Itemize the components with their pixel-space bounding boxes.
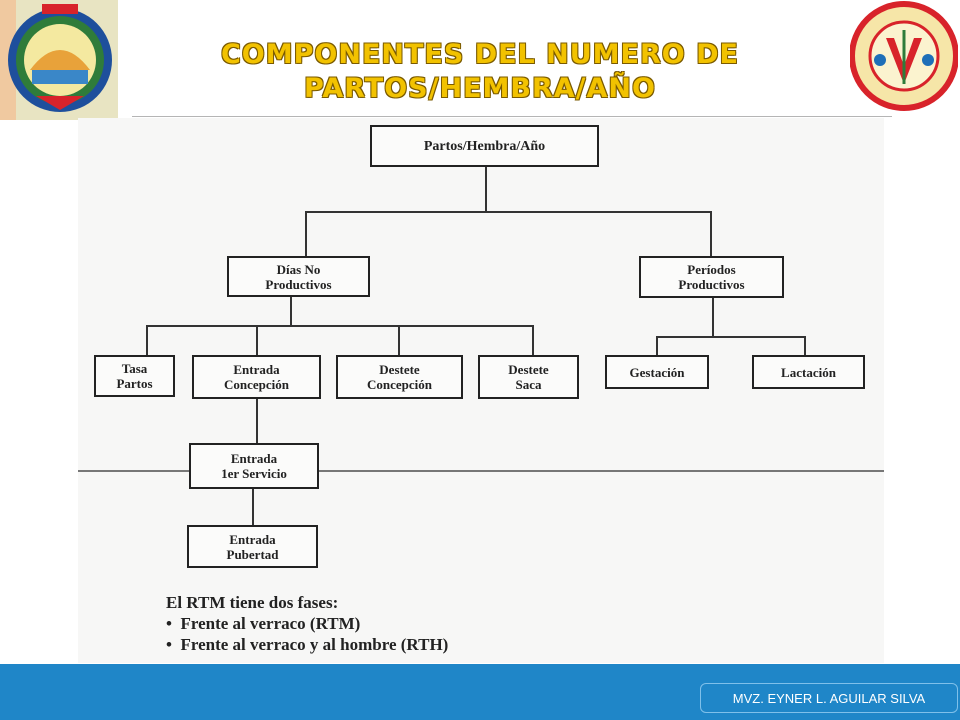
connector (146, 325, 148, 356)
node-entrada-1er-servicio: Entrada 1er Servicio (189, 443, 319, 489)
university-seal-icon (0, 0, 118, 120)
rtm-note-heading: El RTM tiene dos fases: (166, 593, 339, 612)
slide-title: Componentes del numero de partos/hembra/… (150, 38, 810, 106)
node-periodos-productivos: Períodos Productivos (639, 256, 784, 298)
connector (256, 325, 258, 356)
title-divider (132, 116, 892, 117)
connector (305, 211, 712, 213)
mvz-faculty-seal-icon (849, 0, 959, 112)
node-entrada-concepcion: Entrada Concepción (192, 355, 321, 399)
node-gestacion: Gestación (605, 355, 709, 389)
node-destete-concepcion: Destete Concepción (336, 355, 463, 399)
connector (532, 325, 534, 356)
node-tasa-partos: Tasa Partos (94, 355, 175, 397)
rtm-note: El RTM tiene dos fases: • Frente al verr… (166, 592, 448, 655)
connector (398, 325, 400, 356)
title-line-2: partos/hembra/año (304, 73, 656, 104)
title-line-1: Componentes del numero de (220, 39, 739, 70)
connector (256, 398, 258, 444)
scan-horizontal-line (78, 470, 884, 472)
connector (656, 336, 658, 356)
node-entrada-pubertad: Entrada Pubertad (187, 525, 318, 568)
node-partos-hembra-ano: Partos/Hembra/Año (370, 125, 599, 167)
connector (485, 166, 487, 212)
rtm-note-item: • Frente al verraco (RTM) (166, 614, 361, 633)
connector (712, 297, 714, 337)
node-lactacion: Lactación (752, 355, 865, 389)
node-destete-saca: Destete Saca (478, 355, 579, 399)
connector (656, 336, 806, 338)
rtm-note-item: • Frente al verraco y al hombre (RTH) (166, 635, 449, 654)
footer-author: MVZ. EYNER L. AGUILAR SILVA (700, 683, 958, 713)
connector (146, 325, 534, 327)
connector (252, 488, 254, 526)
connector (305, 211, 307, 257)
connector (710, 211, 712, 257)
connector (804, 336, 806, 356)
node-dias-no-productivos: Días No Productivos (227, 256, 370, 297)
connector (290, 296, 292, 326)
